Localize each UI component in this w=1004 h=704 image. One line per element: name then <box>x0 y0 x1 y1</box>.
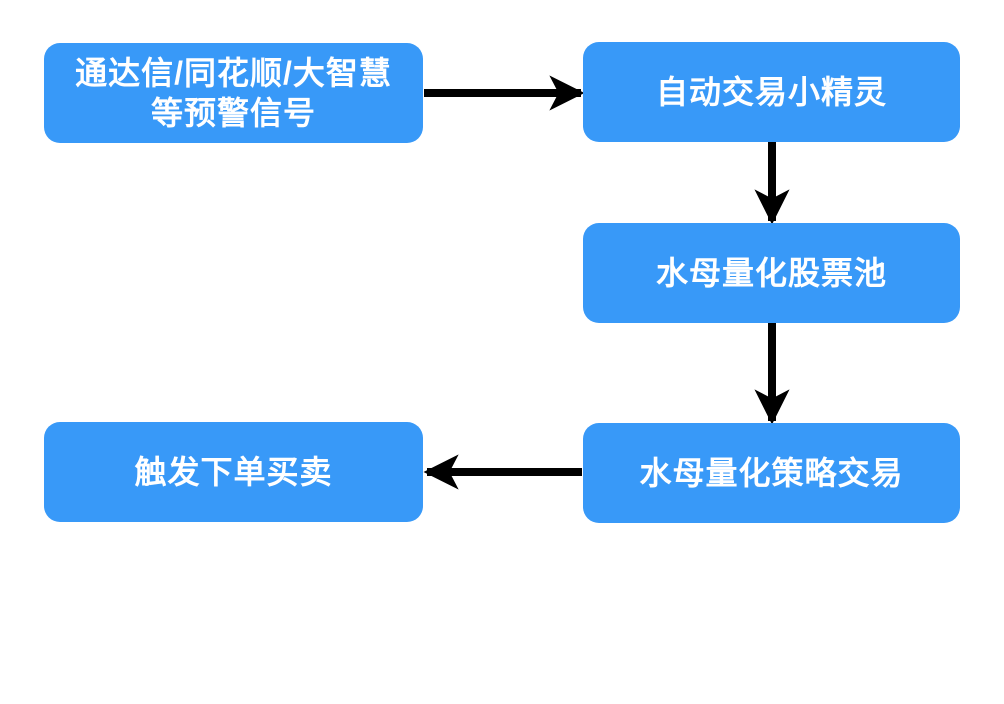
flow-node-stock-pool: 水母量化股票池 <box>583 223 960 323</box>
flow-node-strategy-trade: 水母量化策略交易 <box>583 423 960 523</box>
flow-node-auto-trade-elf: 自动交易小精灵 <box>583 42 960 142</box>
flow-node-order-trigger: 触发下单买卖 <box>44 422 423 522</box>
flow-node-signal-source: 通达信/同花顺/大智慧 等预警信号 <box>44 43 423 143</box>
